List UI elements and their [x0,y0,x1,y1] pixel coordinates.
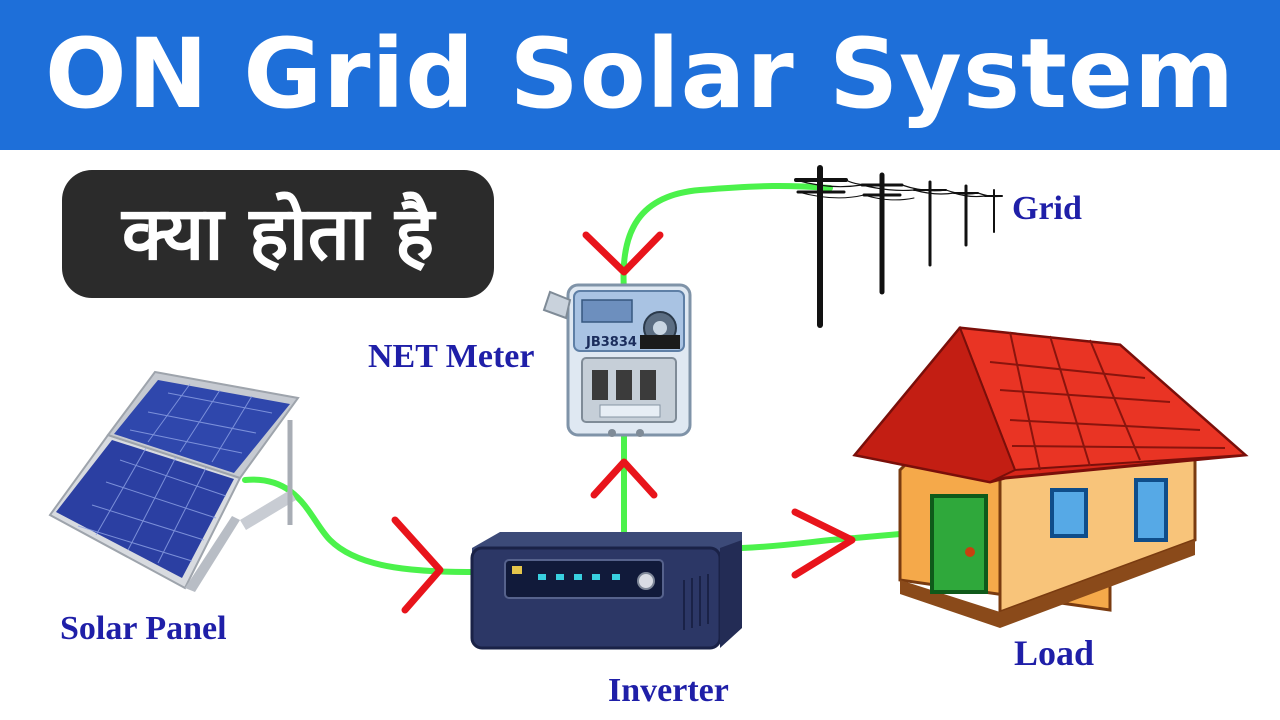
subtitle-text: क्या होता है [121,191,435,277]
title-banner: ON Grid Solar System [0,0,1280,150]
arrow-icon [582,231,664,276]
grid-pole-icon [794,165,1003,328]
arrows [391,231,856,614]
arrow-icon [791,508,856,579]
wire-meter-grid [620,182,833,293]
load-label: Load [1014,633,1095,673]
net-meter-label: NET Meter [368,338,535,375]
house-icon [852,326,1249,628]
wire-panel-inverter [242,476,483,575]
arrow-icon [590,458,658,499]
arrow-icon [391,516,444,614]
net-meter-icon: JB3834 [542,283,692,437]
meter-label: JB3834 [585,335,637,350]
grid-label: Grid [1012,190,1082,227]
subtitle-pill: क्या होता है [62,170,494,298]
wire-inverter-house [739,531,903,551]
inverter-icon [470,532,742,650]
inverter-label: Inverter [608,672,729,709]
solar-panel-icon [48,370,300,592]
page-title: ON Grid Solar System [45,18,1235,130]
solar-panel-label: Solar Panel [60,610,227,647]
